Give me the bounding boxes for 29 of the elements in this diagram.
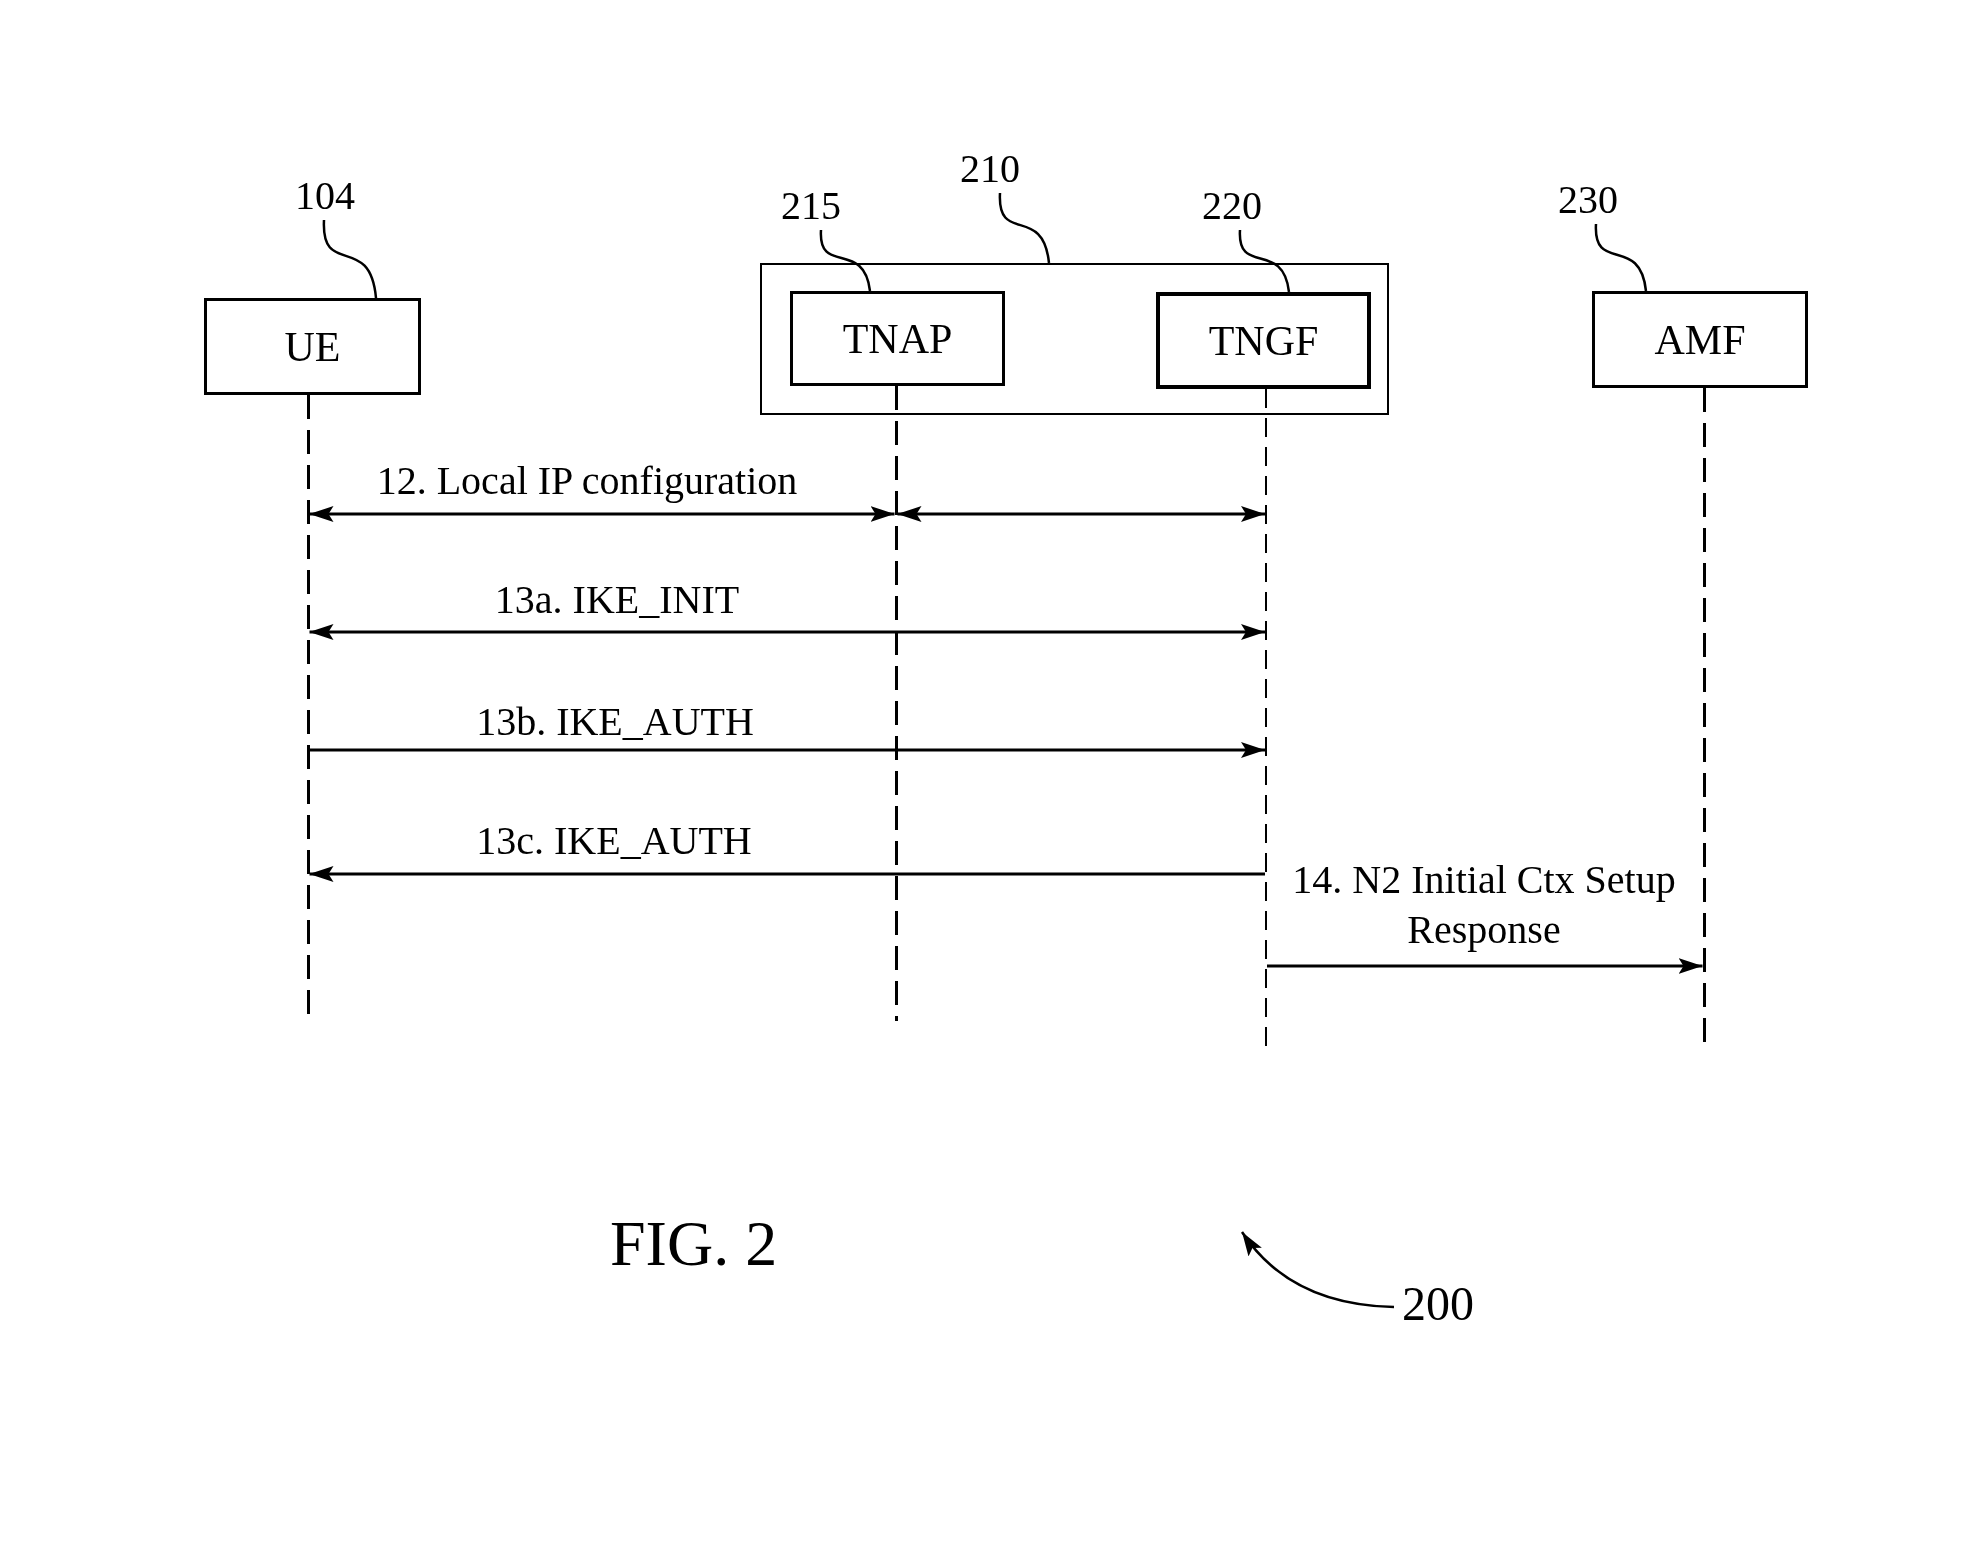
participant-label: UE [284,324,341,369]
message-arrow [309,742,1265,758]
leader-line [1238,229,1291,293]
participant-box [1592,291,1808,388]
figure-caption: FIG. 2 [610,1212,778,1276]
message-arrow [897,506,1265,522]
leader-line [322,219,378,299]
participant-box [1156,292,1371,389]
group-box [760,263,1389,415]
reference-numeral: 215 [781,186,841,226]
message-arrow [1267,958,1703,974]
participant-box [204,298,421,395]
leader-arrow [1241,1231,1395,1309]
participant-label: TNGF [1208,318,1319,363]
message-arrow [309,624,1265,640]
participant-label: AMF [1654,317,1746,362]
reference-numeral: 210 [960,149,1020,189]
participant-label: TNAP [842,316,953,361]
lifeline [894,386,898,1021]
reference-numeral: 104 [295,176,355,216]
reference-numeral: 200 [1402,1280,1474,1328]
reference-numeral: 220 [1202,186,1262,226]
leader-line [998,192,1051,264]
reference-numeral: 230 [1558,180,1618,220]
participant-box [790,291,1005,386]
message-arrow [309,866,1265,882]
leader-line [1594,223,1648,292]
leader-line [819,229,872,292]
message-arrow [309,506,895,522]
